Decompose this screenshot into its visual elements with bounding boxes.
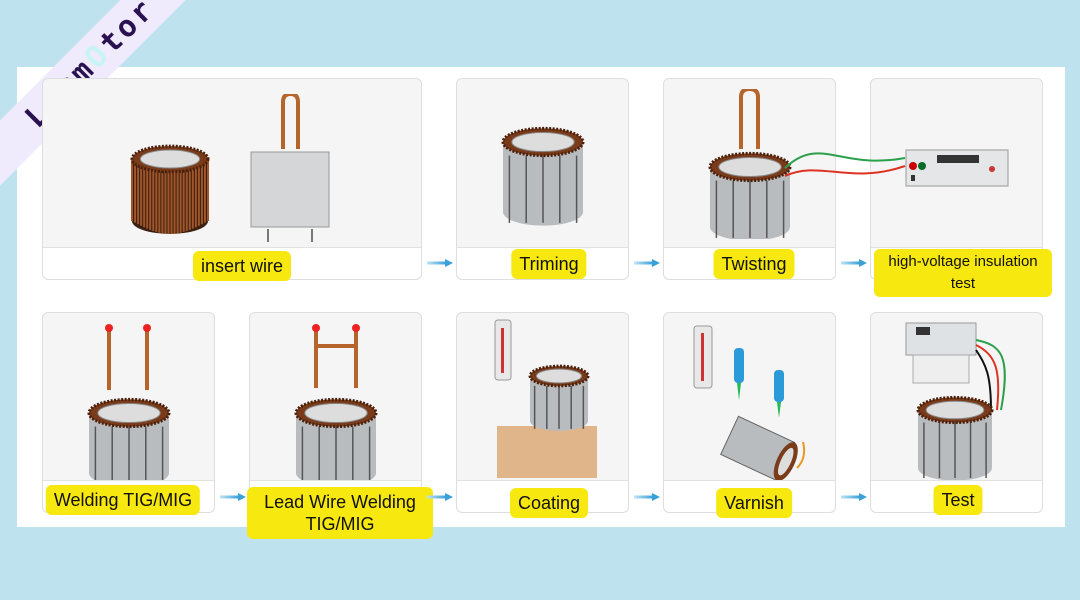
- arrow-right-icon: [634, 493, 660, 501]
- final-test-illustration: [901, 315, 1021, 490]
- test-wires: [784, 152, 906, 177]
- step-card-test: Test: [870, 312, 1043, 515]
- insulation-tester-illustration: [905, 149, 1009, 187]
- step-label: Varnish: [716, 488, 792, 518]
- arrow-right-icon: [841, 259, 867, 267]
- step-label: Test: [933, 485, 983, 515]
- arrow-right-icon: [841, 493, 867, 501]
- step-card-varnish: Varnish: [663, 312, 836, 518]
- illustration-graphic: [294, 324, 378, 487]
- stator-illustration: [706, 86, 796, 244]
- illustration-graphic: [693, 325, 806, 482]
- lead-wire-stator-illustration: [292, 318, 382, 488]
- arrow-right-icon: [634, 259, 660, 267]
- varnish-illustration: [689, 318, 819, 488]
- step-label: Welding TIG/MIG: [45, 485, 201, 515]
- hairpin-stator-illustration: [248, 91, 338, 249]
- arrow-right-icon: [220, 493, 246, 501]
- step-label: Twisting: [713, 249, 795, 279]
- step-card-hv-test: high-voltage insulation test: [870, 78, 1052, 297]
- step-card-triming: Triming: [456, 78, 629, 280]
- step-card-insert-wire: insert wire: [42, 78, 422, 281]
- illustration-graphic: [494, 319, 597, 478]
- welding-stator-illustration: [85, 318, 175, 488]
- step-card-twisting: Twisting: [663, 78, 836, 280]
- step-label: Lead Wire Welding TIG/MIG: [247, 487, 433, 539]
- step-label: Triming: [511, 249, 587, 279]
- illustration-graphic: [905, 322, 1006, 481]
- step-label: insert wire: [192, 251, 292, 281]
- illustration-graphic: [708, 86, 792, 241]
- arrow-right-icon: [427, 493, 453, 501]
- illustration-graphic: [87, 324, 171, 487]
- arrow-right-icon: [427, 259, 453, 267]
- step-label: high-voltage insulation test: [874, 249, 1052, 297]
- step-card-welding: Welding TIG/MIG: [42, 312, 215, 515]
- coating-illustration: [487, 318, 607, 488]
- illustration-graphic: [250, 91, 330, 242]
- step-card-coating: Coating: [456, 312, 629, 518]
- illustration-graphic: [501, 126, 585, 226]
- step-label: Coating: [509, 488, 589, 518]
- bare-coil-illustration: [128, 144, 218, 239]
- stator-illustration: [499, 124, 589, 239]
- step-card-lead-wire-welding: Lead Wire Welding TIG/MIG: [247, 312, 433, 539]
- illustration-graphic: [130, 144, 210, 234]
